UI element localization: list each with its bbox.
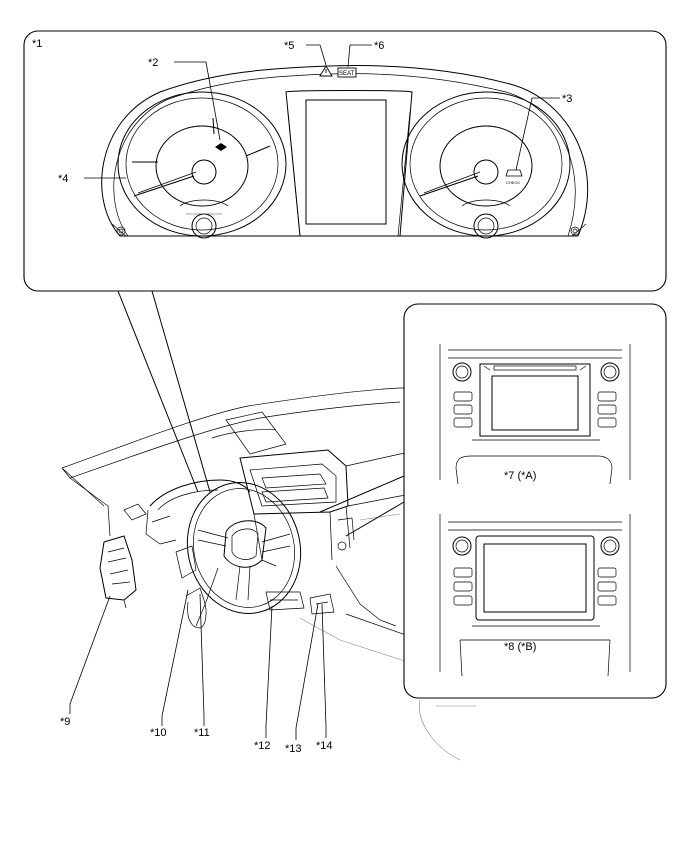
bottom-callouts: *9 *10 *11 *12 *13 *14 [60,589,333,755]
combination-meter-panel: CHECK SEAT *1 *2 *3 *4 *5 *6 [23,30,667,292]
warning-triangle-icon [319,65,333,77]
callout-1: *1 [32,38,42,50]
callout-5: *5 [284,40,294,52]
callout-6: *6 [374,40,384,52]
callout-11: *11 [194,727,210,739]
seat-indicator-text: SEAT [339,71,355,77]
left-gauge [117,91,287,239]
navigation-unit-variant-b [439,514,631,677]
check-indicator-text: CHECK [506,180,520,185]
callout-8: *8 (*B) [504,641,536,653]
seat-indicator-icon: SEAT [337,67,357,78]
callout-3: *3 [562,93,572,105]
indicator-icon [215,143,227,151]
callout-12: *12 [254,740,271,752]
callout-4: *4 [58,173,68,185]
callout-14: *14 [316,740,333,752]
callout-2: *2 [148,57,158,69]
callout-7: *7 (*A) [504,470,536,482]
navigation-unit-variant-a [439,344,631,485]
right-gauge: CHECK [401,91,571,239]
callout-10: *10 [150,727,167,739]
steering-wheel [186,482,302,614]
callout-9: *9 [60,716,70,728]
callout-13: *13 [285,743,302,755]
audio-unit-panel: *7 (*A) *8 (*B) [403,303,667,699]
